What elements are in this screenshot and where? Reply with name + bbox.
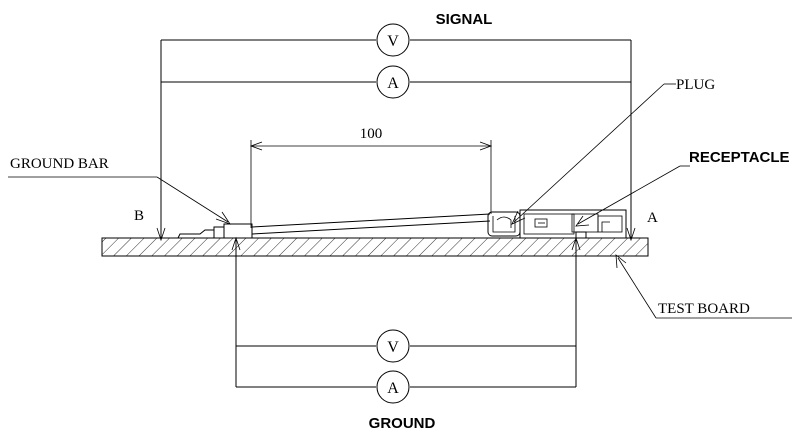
ground-right-arrow-icon [571, 236, 581, 251]
ground-ammeter-icon [376, 370, 410, 404]
ground-bar-callout: GROUND BAR [8, 156, 232, 225]
dimension-right-arrow-icon [479, 141, 493, 151]
receptacle [519, 209, 627, 239]
plug-callout: PLUG [511, 77, 715, 225]
ground-bar-label: GROUND BAR [10, 156, 109, 172]
connector-assembly [487, 209, 627, 239]
dimension-left-arrow-icon [249, 141, 263, 151]
signal-label: SIGNAL [436, 11, 493, 28]
dimension-100: 100 [249, 126, 493, 228]
ground-voltmeter-icon [376, 329, 410, 363]
test-board [101, 237, 649, 257]
ground-bar-assembly [177, 213, 491, 239]
signal-ammeter-icon [376, 65, 410, 99]
ground-measurement-loop: V A [231, 236, 581, 404]
point-b-label: B [134, 208, 144, 224]
ground-ammeter-label: A [387, 380, 399, 397]
signal-ammeter-label: A [387, 75, 399, 92]
receptacle-callout: RECEPTACLE [575, 149, 790, 227]
plug-label: PLUG [676, 77, 715, 93]
dimension-value: 100 [360, 126, 383, 142]
ground-bar [223, 223, 253, 239]
point-a-label: A [647, 210, 658, 226]
signal-measurement-loop: V A [156, 23, 636, 242]
signal-voltmeter-label: V [387, 33, 399, 50]
ground-left-arrow-icon [231, 236, 241, 251]
ground-voltmeter-label: V [387, 339, 399, 356]
test-board-label: TEST BOARD [658, 301, 750, 317]
test-board-callout: TEST BOARD [615, 254, 792, 319]
ground-label: GROUND [369, 415, 436, 432]
receptacle-label: RECEPTACLE [689, 149, 790, 166]
signal-voltmeter-icon [376, 23, 410, 57]
